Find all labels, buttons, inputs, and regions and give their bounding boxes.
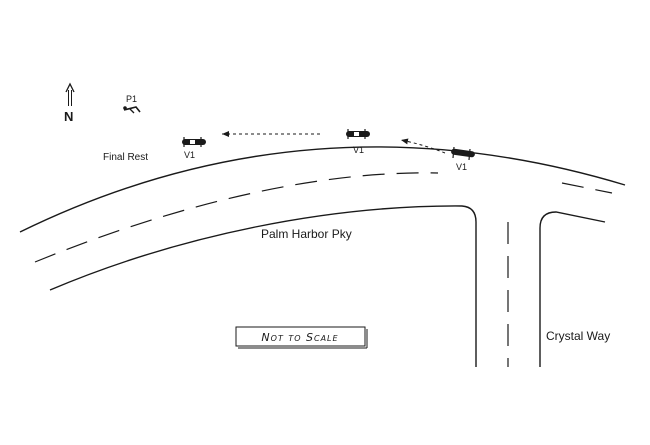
- road-center-line-east: [561, 182, 613, 194]
- road-south-edge-east: [539, 211, 606, 367]
- pedestrian-icon: [123, 106, 141, 114]
- road-south-edge-west: [49, 205, 477, 367]
- pedestrian-label: P1: [126, 94, 137, 104]
- not-to-scale-stamp: Not to Scale: [235, 326, 368, 349]
- vehicle-initial-label: V1: [456, 162, 467, 172]
- street-label-crystal-way: Crystal Way: [546, 329, 610, 343]
- final-rest-label: Final Rest: [103, 152, 148, 163]
- north-arrow-icon: [65, 82, 75, 106]
- vehicle-initial-icon: [451, 146, 475, 161]
- vehicle-final-rest-icon: [182, 137, 206, 147]
- north-label: N: [64, 109, 73, 124]
- road-center-line: [34, 172, 439, 263]
- travel-path-arrow-1: [400, 138, 446, 154]
- vehicle-impact-label: V1: [353, 145, 364, 155]
- vehicle-final-rest-label: V1: [184, 150, 195, 160]
- street-label-palm-harbor: Palm Harbor Pky: [261, 227, 352, 241]
- not-to-scale-label: Not to Scale: [261, 331, 338, 344]
- road-north-edge: [19, 146, 626, 233]
- vehicle-impact-icon: [346, 129, 370, 139]
